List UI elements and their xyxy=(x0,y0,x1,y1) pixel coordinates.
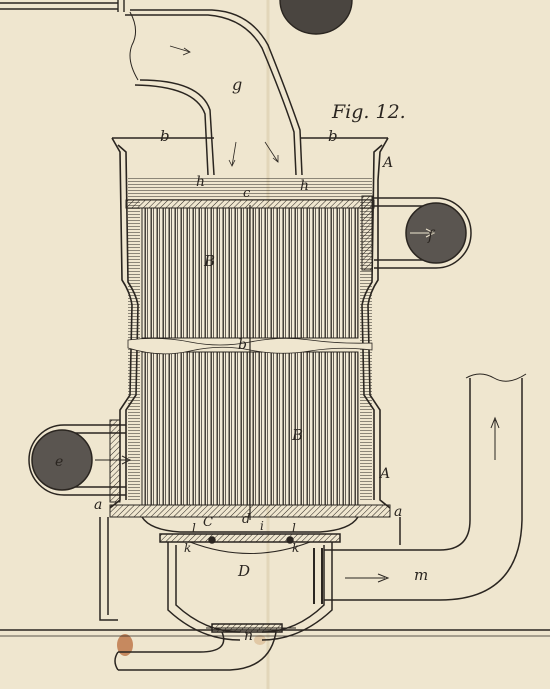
label-B-lower: B xyxy=(291,426,303,444)
label-n: n xyxy=(244,628,253,644)
label-B-upper: B xyxy=(203,252,215,270)
label-A-bottom: A xyxy=(378,466,390,482)
outlet-f xyxy=(361,195,472,271)
label-C: C xyxy=(203,515,213,530)
label-a-right: a xyxy=(394,504,402,520)
water-region-top xyxy=(128,178,372,200)
label-k-right: k xyxy=(292,541,299,555)
adjacent-figure-fragments xyxy=(0,0,353,35)
label-b-left: b xyxy=(160,127,170,145)
label-g: g xyxy=(232,75,242,94)
water-region-right xyxy=(360,200,372,500)
drain-pipe-n xyxy=(114,623,283,671)
label-A-top: A xyxy=(381,155,393,171)
label-f: f xyxy=(427,228,436,244)
label-i: i xyxy=(260,519,264,533)
inlet-e xyxy=(28,419,132,503)
label-l-right: l xyxy=(292,521,296,535)
label-e: e xyxy=(55,454,63,470)
label-l-left: l xyxy=(192,521,196,535)
label-c-top: c xyxy=(243,186,251,201)
label-D: D xyxy=(237,562,250,580)
label-a-left: a xyxy=(94,497,102,513)
label-h-right: h xyxy=(300,178,309,194)
label-m: m xyxy=(414,566,428,584)
label-b-right: b xyxy=(328,127,338,145)
label-h-left: h xyxy=(196,174,205,190)
lower-chamber xyxy=(99,516,401,641)
label-d: d xyxy=(242,512,250,527)
stain xyxy=(117,634,133,656)
figure-title: Fig. 12. xyxy=(331,101,406,123)
stain-faint xyxy=(254,635,266,645)
discharge-pipe-m xyxy=(313,373,527,604)
steam-inlet-pipe xyxy=(125,9,303,176)
label-b-middle: b xyxy=(238,337,247,353)
label-k-left: k xyxy=(184,541,191,555)
